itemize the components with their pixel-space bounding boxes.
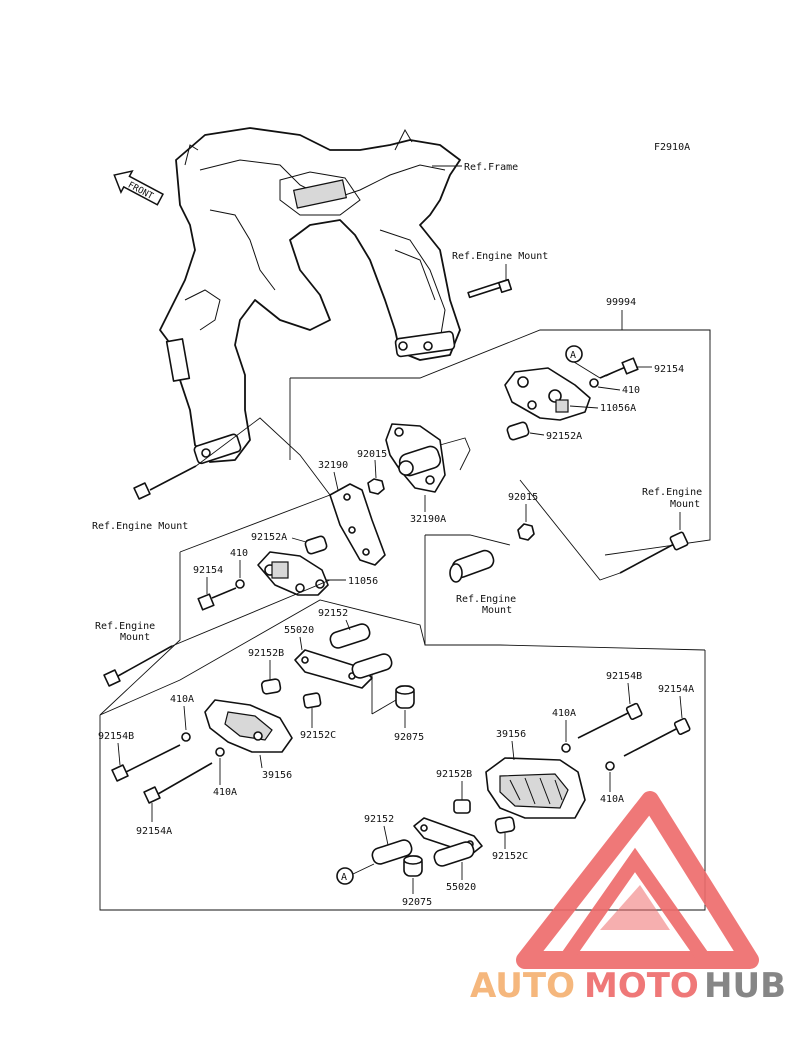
- bracket-11056A: [504, 367, 591, 421]
- nut-92015-top: [367, 478, 385, 495]
- ref-engine-mount-right-line1: Ref.Engine: [642, 487, 702, 498]
- bracket-32190A: [385, 423, 446, 493]
- figure-code: F2910A: [654, 142, 690, 153]
- frame-slider-39156-right: [485, 757, 586, 819]
- washer-410A-right: [561, 743, 571, 753]
- frame-slider-39156-left: [204, 699, 293, 753]
- bolt-92154B-left: [111, 744, 181, 782]
- part-92152-left: 92152: [318, 608, 348, 619]
- engine-mount-bolt-right: [619, 531, 689, 574]
- washer-410A-right-2: [605, 761, 615, 771]
- part-55020-right: 55020: [446, 882, 476, 893]
- rubber-92075-left: [395, 685, 415, 709]
- collar-92152-right-2: [433, 841, 475, 867]
- part-55020-left: 55020: [284, 625, 314, 636]
- collar-92152B-right: [453, 799, 471, 814]
- washer-410A-left-2: [215, 747, 225, 757]
- bolt-92154B-right: [577, 702, 643, 739]
- part-92152B-left: 92152B: [248, 648, 284, 659]
- automotohub-logo: AUTO MOTO HUB: [470, 791, 786, 1006]
- engine-mount-bolt-lower: [103, 645, 173, 687]
- collar-92152B-left: [260, 678, 282, 695]
- collar-92152-left-2: [351, 653, 393, 679]
- engine-mount-bolt-left: [133, 465, 197, 500]
- part-92154A-left: 92154A: [136, 826, 172, 837]
- part-92075-right: 92075: [402, 897, 432, 908]
- part-410A-left: 410A: [170, 694, 194, 705]
- bolt-92154-mid: [197, 587, 237, 611]
- bolt-92154-top: [599, 357, 639, 379]
- part-410A-right: 410A: [552, 708, 576, 719]
- sleeve-engine-mount-mid: [449, 549, 495, 583]
- part-92154-mid: 92154: [193, 565, 223, 576]
- part-32190: 32190: [318, 460, 348, 471]
- part-92154-top: 92154: [654, 364, 684, 375]
- collar-92152-right: [371, 839, 413, 865]
- ref-frame-label: Ref.Frame: [464, 162, 518, 173]
- part-92154B-right: 92154B: [606, 671, 642, 682]
- bolt-92154A-left: [143, 762, 213, 804]
- ref-engine-mount-left-label: Ref.Engine Mount: [92, 521, 188, 532]
- part-32190A: 32190A: [410, 514, 446, 525]
- svg-text:AUTO: AUTO: [470, 966, 575, 1006]
- part-99994: 99994: [606, 297, 636, 308]
- part-92075-left: 92075: [394, 732, 424, 743]
- part-92015-mid: 92015: [508, 492, 538, 503]
- collar-92152C-left: [302, 692, 322, 709]
- engine-mount-bolt-top: [467, 278, 513, 299]
- bracket-11056: [257, 551, 329, 596]
- part-92152-right: 92152: [364, 814, 394, 825]
- part-92154B-left: 92154B: [98, 731, 134, 742]
- part-92154A-right: 92154A: [658, 684, 694, 695]
- collar-92152A-mid: [304, 535, 328, 555]
- callout-a-bottom: [336, 867, 354, 885]
- bracket-32190: [329, 483, 386, 566]
- ref-engine-mount-mid-line1: Ref.Engine: [456, 594, 516, 605]
- part-39156-left: 39156: [262, 770, 292, 781]
- front-arrow-icon: FRONT: [113, 169, 164, 206]
- washer-410-top: [589, 378, 599, 388]
- part-410-mid: 410: [230, 548, 248, 559]
- washer-410A-left: [181, 732, 191, 742]
- rubber-92075-right: [403, 855, 423, 877]
- part-410-top: 410: [622, 385, 640, 396]
- collar-92152-left: [329, 623, 371, 649]
- ref-engine-mount-lower-line2: Mount: [120, 632, 150, 643]
- svg-text:A: A: [341, 872, 347, 883]
- part-39156-right: 39156: [496, 729, 526, 740]
- washer-410-mid: [235, 579, 245, 589]
- ref-engine-mount-right-line2: Mount: [670, 499, 700, 510]
- svg-text:A: A: [570, 350, 576, 361]
- collar-92152A-top: [506, 421, 530, 441]
- part-92152A-top: 92152A: [546, 431, 582, 442]
- part-11056: 11056: [348, 576, 378, 587]
- bolt-92154A-right: [623, 717, 691, 757]
- frame-illustration: [159, 127, 461, 465]
- part-410A-left-2: 410A: [213, 787, 237, 798]
- part-92015-top: 92015: [357, 449, 387, 460]
- ref-engine-mount-top-label: Ref.Engine Mount: [452, 251, 548, 262]
- part-92152A-mid: 92152A: [251, 532, 287, 543]
- part-92152B-right: 92152B: [436, 769, 472, 780]
- ref-engine-mount-lower-line1: Ref.Engine: [95, 621, 155, 632]
- ref-engine-mount-mid-line2: Mount: [482, 605, 512, 616]
- svg-text:HUB: HUB: [704, 966, 786, 1006]
- svg-text:MOTO: MOTO: [584, 966, 699, 1006]
- part-92152C-right: 92152C: [492, 851, 528, 862]
- part-11056A: 11056A: [600, 403, 636, 414]
- nut-92015-mid: [517, 523, 535, 541]
- collar-92152C-right: [494, 816, 516, 834]
- part-92152C-left: 92152C: [300, 730, 336, 741]
- part-410A-right-2: 410A: [600, 794, 624, 805]
